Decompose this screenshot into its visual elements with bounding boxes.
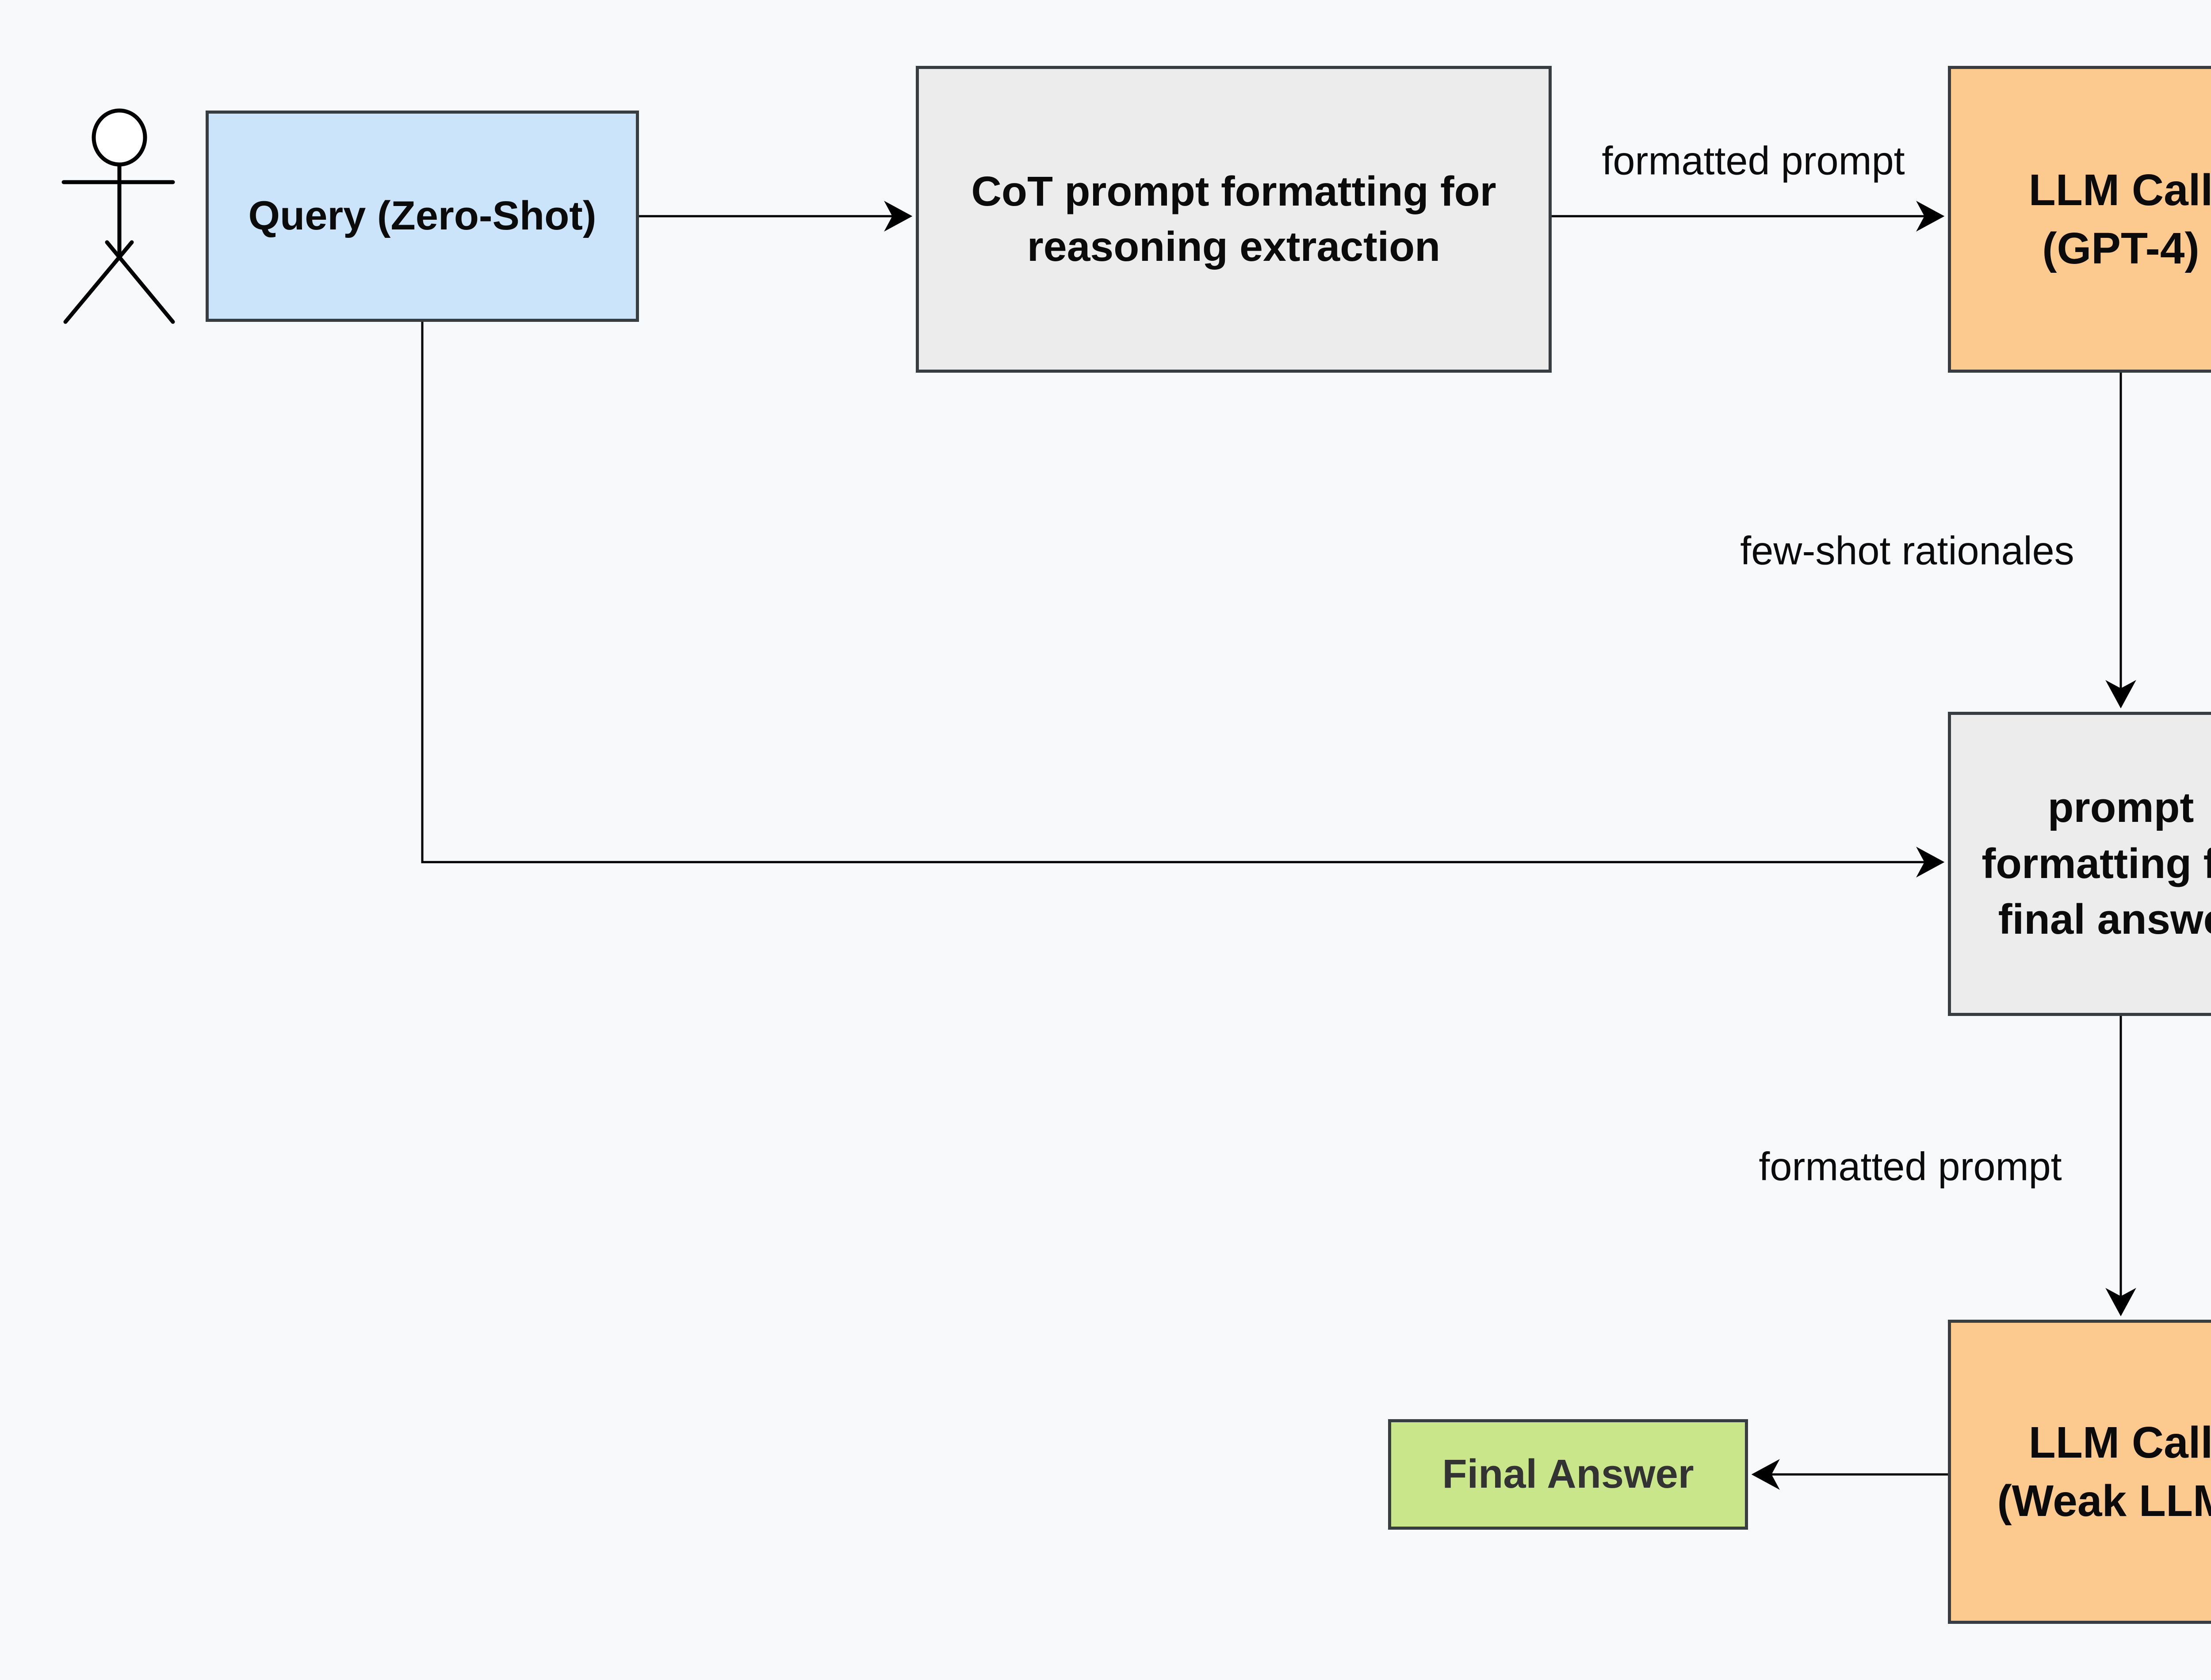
node-final-answer: Final Answer xyxy=(1388,1419,1748,1530)
node-llm-call-weak-llm: LLM Call (Weak LLM) xyxy=(1948,1320,2211,1624)
edge-label-formatted-prompt-top: formatted prompt xyxy=(1602,139,1905,183)
node-query-zero-shot: Query (Zero-Shot) xyxy=(206,111,639,322)
edge-label-few-shot-rationales: few-shot rationales xyxy=(1740,529,2074,573)
node-cot-prompt-formatting: CoT prompt formatting for reasoning extr… xyxy=(916,66,1552,373)
edge-label-formatted-prompt-bottom: formatted prompt xyxy=(1759,1145,2062,1189)
node-prompt-formatting-final-answer: prompt formatting for final answer xyxy=(1948,712,2211,1016)
actor-leg-right xyxy=(105,240,175,324)
user-actor-icon xyxy=(61,108,175,324)
actor-head xyxy=(92,108,147,167)
actor-leg-left xyxy=(63,240,134,324)
edge-query-to-promptfmt xyxy=(421,322,1945,878)
node-llm-call-gpt4: LLM Call (GPT-4) xyxy=(1948,66,2211,373)
